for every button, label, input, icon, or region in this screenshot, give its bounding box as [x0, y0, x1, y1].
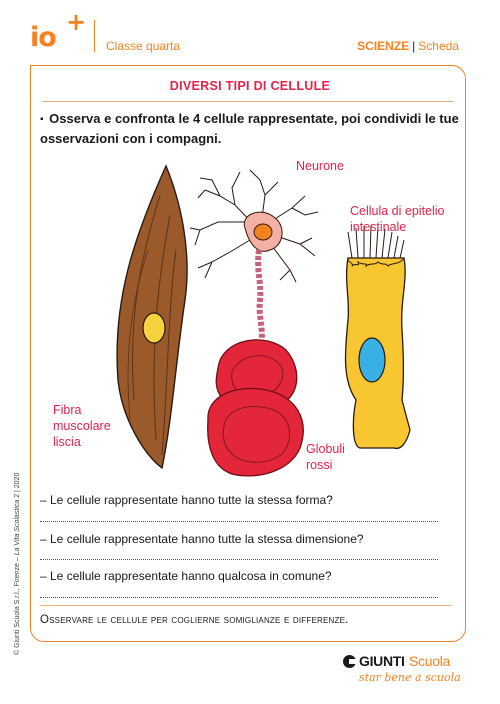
bullet-icon: ▪ [40, 114, 44, 125]
learning-goal: Osservare le cellule per coglierne somig… [40, 614, 349, 626]
logo-text: io [30, 22, 57, 53]
label-epithelial-line1: Cellula di epitelio [350, 204, 445, 218]
label-muscle-line1: Fibra [53, 403, 82, 417]
epithelial-cell [344, 225, 411, 450]
copyright-credit: © Giunti Scuola S.r.l., Firenze – La Vit… [14, 473, 21, 655]
goal-divider [40, 605, 452, 606]
subject-separator: | [412, 39, 416, 53]
neuron-axon [255, 249, 265, 346]
question-1: – Le cellule rappresentate hanno tutte l… [40, 493, 333, 507]
question-2: – Le cellule rappresentate hanno tutte l… [40, 532, 364, 546]
logo-plus-icon: + [66, 8, 87, 36]
io-plus-logo: io + [30, 10, 86, 56]
title-divider [42, 101, 454, 102]
label-blood: Globuli rossi [306, 441, 345, 473]
giunti-scuola-logo: GIUNTI Scuola star bene a scuola [343, 653, 463, 695]
label-muscle: Fibra muscolare liscia [53, 402, 111, 450]
smooth-muscle-cell [116, 164, 188, 470]
label-epithelial-line2: intestinale [350, 220, 407, 234]
label-blood-line2: rossi [306, 458, 333, 472]
answer-line-1[interactable] [40, 521, 438, 522]
worksheet-card [30, 65, 466, 642]
header-divider [94, 20, 95, 52]
answer-line-3[interactable] [40, 597, 438, 598]
label-muscle-line3: liscia [53, 435, 81, 449]
epithelial-nucleus [358, 337, 386, 383]
credit-suffix: 2 | 2020 [14, 472, 21, 500]
cells-illustration [116, 164, 411, 477]
label-blood-line1: Globuli [306, 442, 345, 456]
label-epithelial: Cellula di epitelio intestinale [350, 203, 445, 235]
neuron-nucleus [253, 223, 273, 241]
label-neuron: Neurone [296, 159, 344, 173]
label-muscle-line2: muscolare [53, 419, 111, 433]
giunti-g-icon [343, 655, 356, 668]
neuron-cell [189, 169, 319, 363]
subject-name: SCIENZE [357, 39, 410, 53]
answer-line-2[interactable] [40, 559, 438, 560]
brand-scuola: Scuola [409, 653, 451, 669]
brand-giunti: GIUNTI [359, 653, 405, 669]
muscle-nucleus [142, 312, 166, 344]
brand-slogan: star bene a scuola [359, 671, 461, 684]
red-blood-cells [207, 339, 304, 477]
instruction-body: Osserva e confronta le 4 cellule rappres… [40, 111, 459, 146]
sheet-type: Scheda [418, 39, 459, 53]
worksheet-title: DIVERSI TIPI DI CELLULE [169, 79, 331, 93]
question-3: – Le cellule rappresentate hanno qualcos… [40, 569, 332, 583]
credit-prefix: © Giunti Scuola S.r.l., Firenze – [14, 555, 21, 655]
instruction-text: ▪ Osserva e confronta le 4 cellule rappr… [40, 109, 460, 148]
class-label: Classe quarta [106, 39, 181, 53]
subject-label: SCIENZE|Scheda [357, 39, 459, 53]
credit-title: La Vita Scolastica [14, 499, 21, 556]
